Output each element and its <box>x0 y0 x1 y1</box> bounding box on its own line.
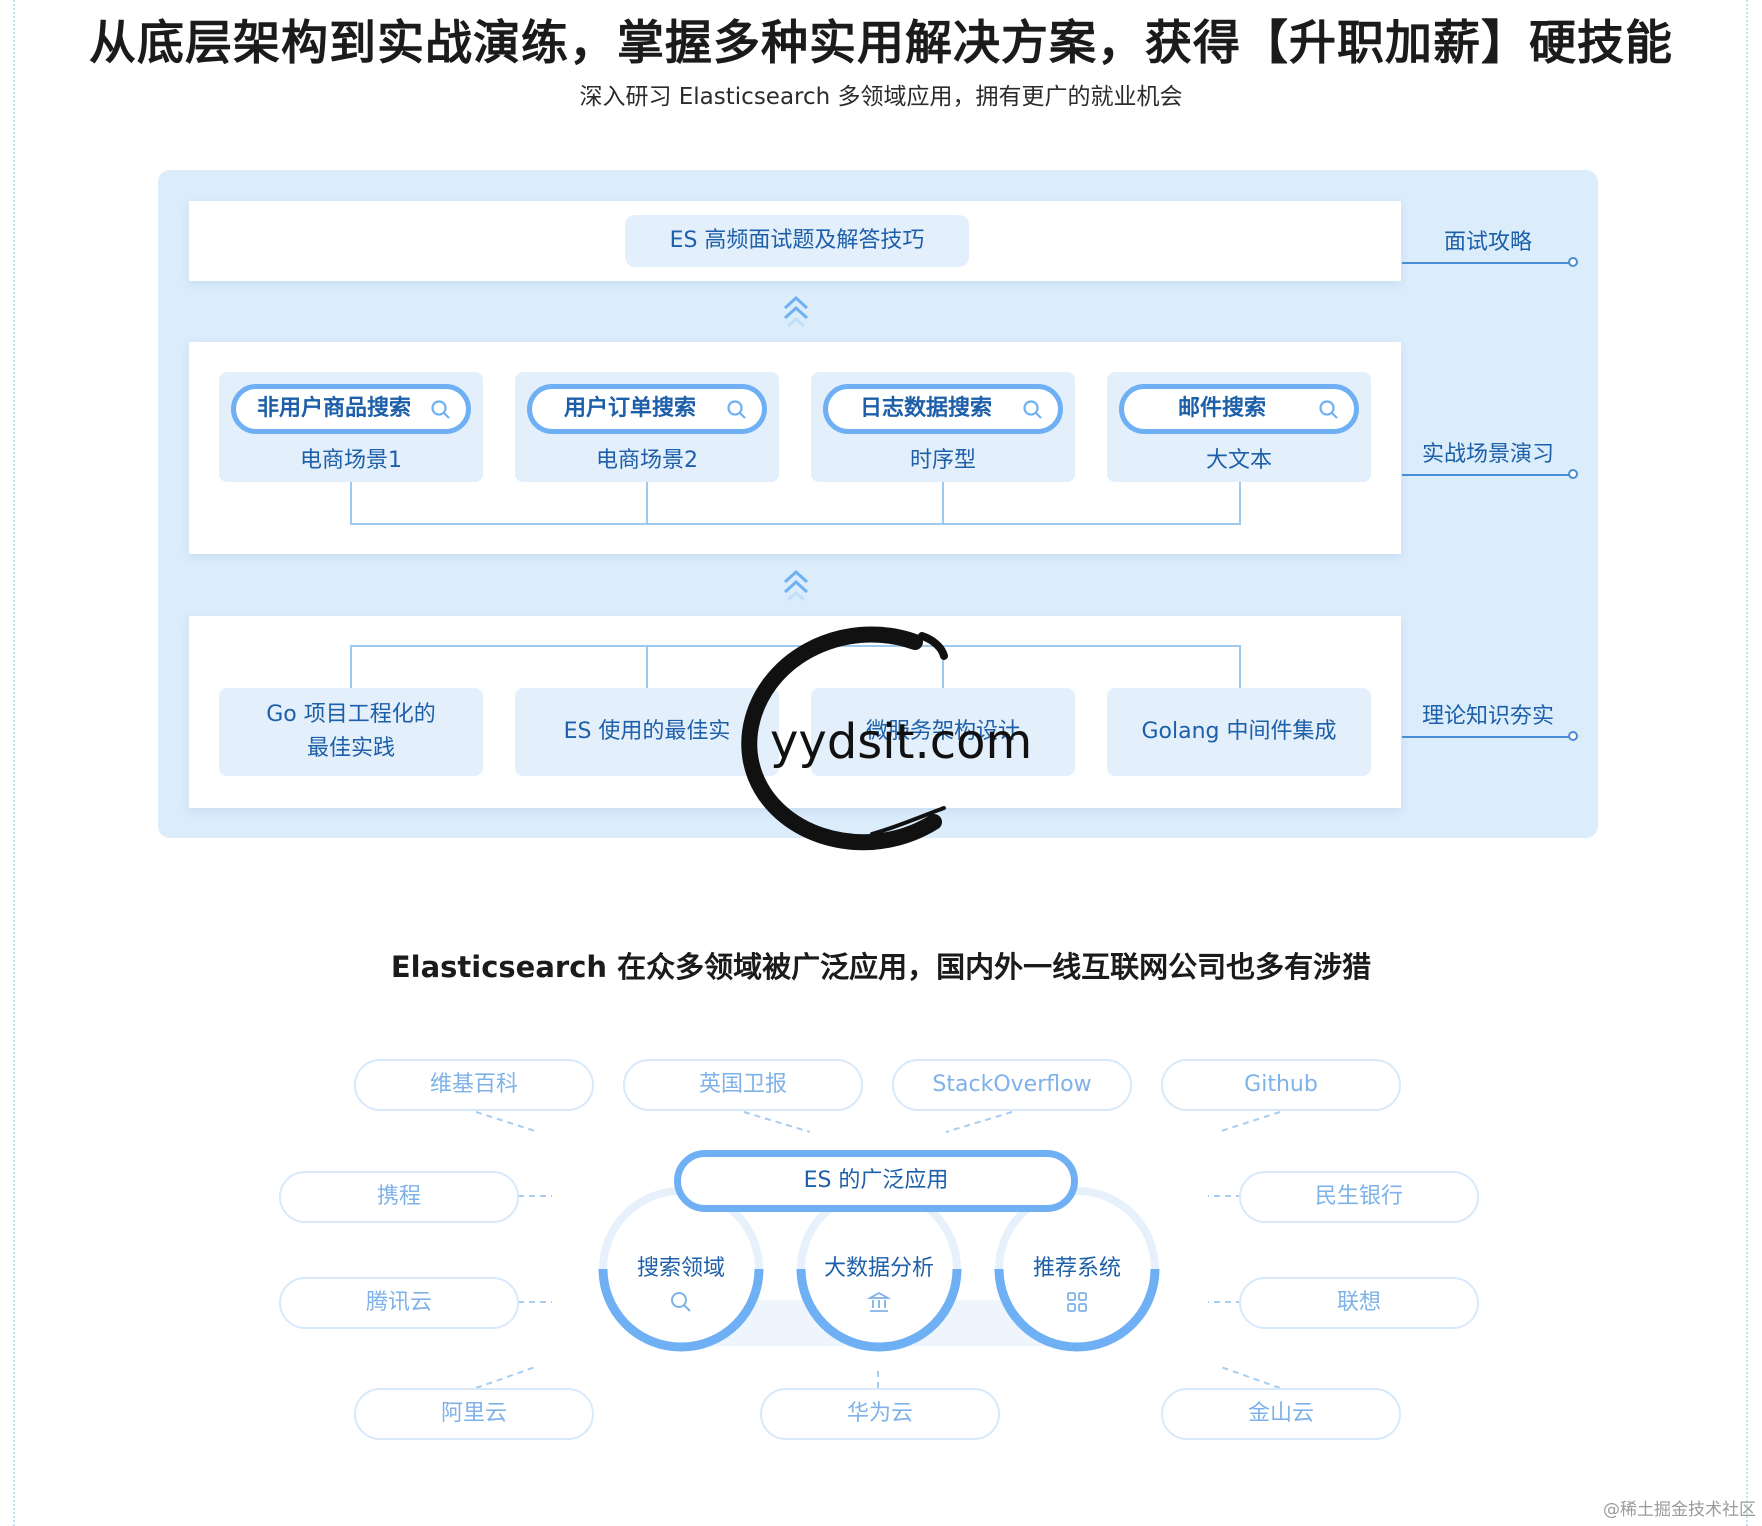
side-underline <box>1402 736 1574 738</box>
scene-card-mail-search: 邮件搜索 大文本 <box>1107 372 1371 482</box>
chevron-up-icon <box>783 295 809 328</box>
hero-title: 从底层架构到实战演练，掌握多种实用解决方案，获得【升职加薪】硬技能 <box>89 16 1673 71</box>
scene-subtitle: 大文本 <box>1205 448 1272 473</box>
scene-card-product-search: 非用户商品搜索 电商场景1 <box>219 372 483 482</box>
scene-title: 邮件搜索 <box>1177 396 1266 421</box>
search-icon <box>727 400 746 419</box>
watermark-text: yydsit.com <box>770 714 1033 770</box>
company-aliyun: 阿里云 <box>354 1388 594 1440</box>
side-dot <box>1568 469 1578 479</box>
theory-card-es-best-practice: ES 使用的最佳实 <box>515 688 779 776</box>
theory-card-golang-middleware: Golang 中间件集成 <box>1107 688 1371 776</box>
applications-title: Elasticsearch 在众多领域被广泛应用，国内外一线互联网公司也多有涉猎 <box>390 950 1372 984</box>
interview-topic-pill: ES 高频面试题及解答技巧 <box>625 215 969 267</box>
scene-title: 非用户商品搜索 <box>256 396 411 421</box>
company-kingsoft-cloud: 金山云 <box>1161 1388 1401 1440</box>
bank-icon <box>867 1291 891 1312</box>
side-label-interview: 面试攻略 <box>1443 230 1532 255</box>
theory-line-1: Go 项目工程化的 <box>266 702 436 727</box>
scene-subtitle: 时序型 <box>909 448 976 473</box>
company-wikipedia: 维基百科 <box>354 1059 594 1111</box>
side-label-theory: 理论知识夯实 <box>1421 704 1554 729</box>
company-huawei-cloud: 华为云 <box>760 1388 1000 1440</box>
right-dotted-edge <box>1746 0 1748 1526</box>
search-pill: 日志数据搜索 <box>823 384 1063 434</box>
side-dot <box>1568 731 1578 741</box>
es-applications-pill: ES 的广泛应用 <box>674 1150 1078 1212</box>
left-dotted-edge <box>13 0 15 1526</box>
chevron-up-icon <box>783 569 809 602</box>
company-guardian: 英国卫报 <box>623 1059 863 1111</box>
search-pill: 非用户商品搜索 <box>231 384 471 434</box>
grid-icon <box>1067 1292 1087 1312</box>
theory-card-microservice: 微服务架构设计 <box>811 688 1075 776</box>
architecture-panel: ES 高频面试题及解答技巧 非用户商品搜索 电商场景1 用户订单搜索 <box>158 170 1598 838</box>
area-ring <box>994 1187 1160 1352</box>
interview-layer: ES 高频面试题及解答技巧 <box>189 201 1401 281</box>
practice-layer: 非用户商品搜索 电商场景1 用户订单搜索 电商场景2 日志数据搜索 <box>189 342 1401 554</box>
scene-connector-lines <box>350 482 1241 525</box>
scene-card-log-search: 日志数据搜索 时序型 <box>811 372 1075 482</box>
search-pill: 邮件搜索 <box>1119 384 1359 434</box>
area-label: 推荐系统 <box>1032 1256 1121 1281</box>
theory-layer: Go 项目工程化的 最佳实践 ES 使用的最佳实 微服务架构设计 Golang … <box>189 616 1401 808</box>
theory-line-1: ES 使用的最佳实 <box>563 719 731 744</box>
scene-title: 日志数据搜索 <box>859 396 992 421</box>
area-label: 搜索领域 <box>636 1256 725 1281</box>
search-icon <box>671 1292 691 1312</box>
search-icon <box>1023 400 1042 419</box>
company-stackoverflow: StackOverflow <box>892 1059 1132 1111</box>
side-underline <box>1402 262 1574 264</box>
search-icon <box>431 400 450 419</box>
side-label-practice: 实战场景演习 <box>1421 442 1554 467</box>
watermark-brush-circle <box>741 626 948 851</box>
company-tencent-cloud: 腾讯云 <box>279 1277 519 1329</box>
search-icon <box>1319 400 1338 419</box>
area-recommendation: 推荐系统 <box>994 1186 1160 1352</box>
side-dot <box>1568 257 1578 267</box>
hero-subtitle: 深入研习 Elasticsearch 多领域应用，拥有更广的就业机会 <box>579 84 1183 110</box>
side-underline <box>1402 474 1574 476</box>
theory-line-2: 最佳实践 <box>306 736 395 761</box>
scene-subtitle: 电商场景2 <box>596 448 698 473</box>
theory-card-go-engineering: Go 项目工程化的 最佳实践 <box>219 688 483 776</box>
theory-line-1: Golang 中间件集成 <box>1141 719 1337 744</box>
scene-subtitle: 电商场景1 <box>300 448 402 473</box>
company-lenovo: 联想 <box>1239 1277 1479 1329</box>
theory-line-1: 微服务架构设计 <box>865 719 1020 744</box>
scene-title: 用户订单搜索 <box>563 396 696 421</box>
area-label: 大数据分析 <box>823 1256 934 1281</box>
scene-card-order-search: 用户订单搜索 电商场景2 <box>515 372 779 482</box>
company-cmbc: 民生银行 <box>1239 1171 1479 1223</box>
search-pill: 用户订单搜索 <box>527 384 767 434</box>
company-ctrip: 携程 <box>279 1171 519 1223</box>
source-watermark: @稀土掘金技术社区 <box>1603 1500 1756 1520</box>
company-github: Github <box>1161 1059 1401 1111</box>
